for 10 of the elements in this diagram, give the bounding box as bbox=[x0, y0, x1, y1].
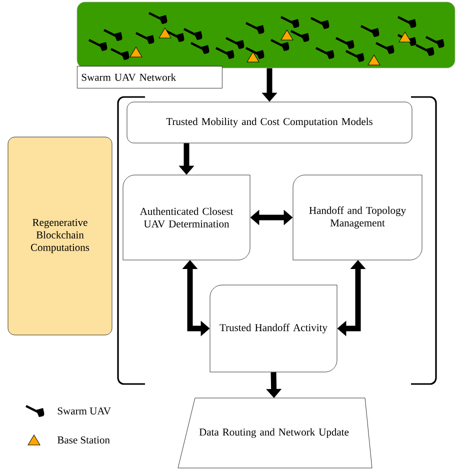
legend-label: Base Station bbox=[58, 436, 110, 444]
process-box: Regenerative Blockchain Computations bbox=[8, 136, 112, 336]
process-box: Trusted Handoff Activity bbox=[210, 284, 338, 372]
node-label: Swarm UAV Network bbox=[82, 73, 176, 81]
process-box: Authenticated Closest UAV Determination bbox=[122, 174, 250, 260]
swarm-network-drawing: Swarm UAV Network bbox=[76, 2, 456, 88]
legend-label: Swarm UAV bbox=[58, 407, 111, 415]
process-box: Data Routing and Network Update bbox=[178, 398, 372, 468]
process-box: Trusted Mobility and Cost Computation Models bbox=[126, 102, 412, 144]
process-box: Handoff and Topology Management bbox=[292, 174, 422, 260]
